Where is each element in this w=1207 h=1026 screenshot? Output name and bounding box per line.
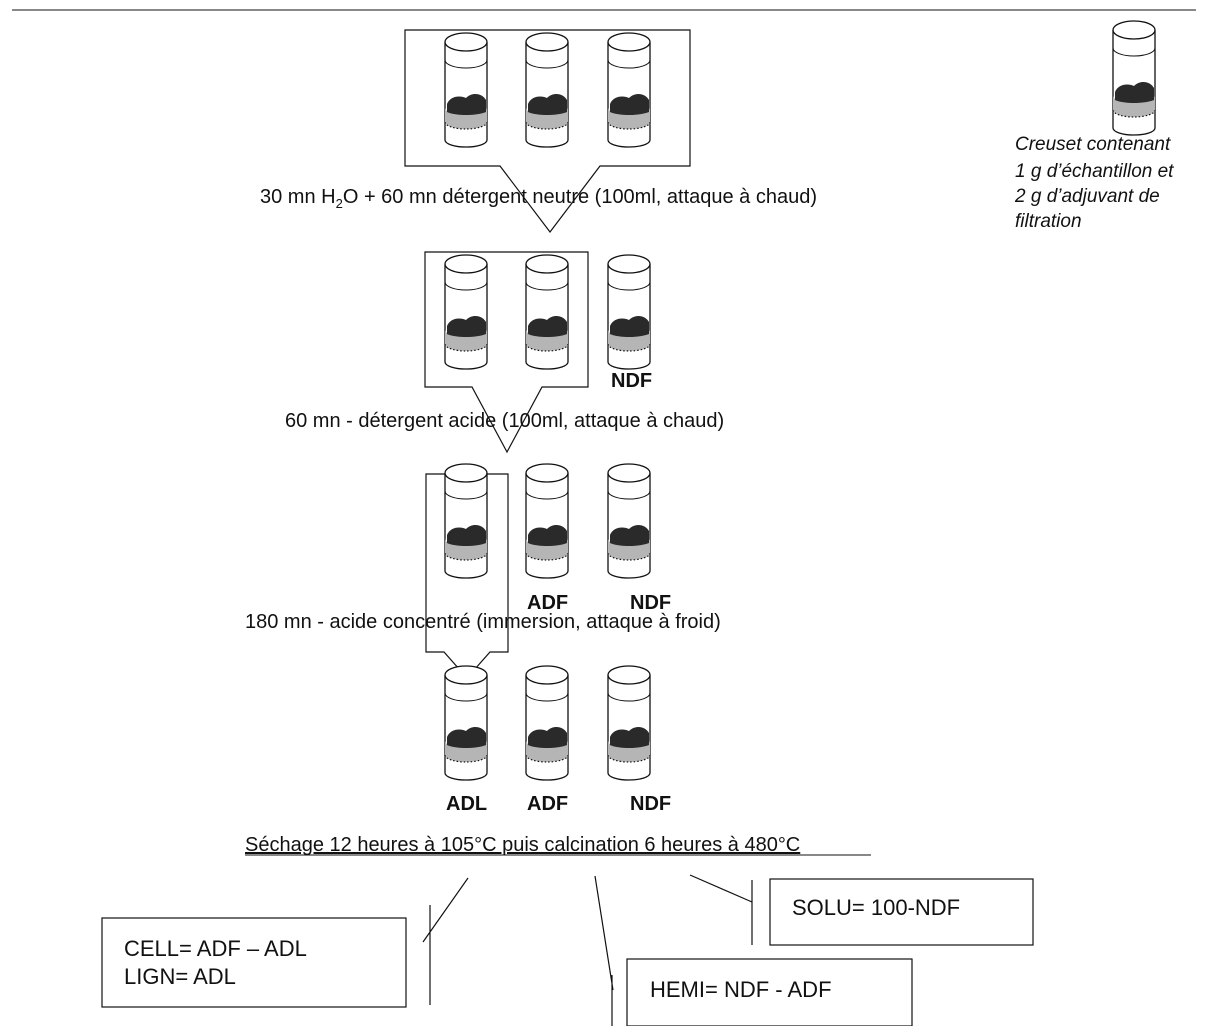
crucible-icon	[444, 665, 488, 781]
crucible-icon	[444, 254, 488, 370]
crucible-icon	[1112, 20, 1156, 136]
hemi-formula: HEMI= NDF - ADF	[650, 977, 832, 1002]
crucible-icon	[525, 32, 569, 148]
lign-formula: LIGN= ADL	[124, 964, 236, 989]
crucible-icon	[525, 463, 569, 579]
crucible-icon	[525, 254, 569, 370]
crucible-icon	[444, 32, 488, 148]
crucible-icon	[525, 665, 569, 781]
drying-step-label: Séchage 12 heures à 105°C puis calcinati…	[245, 834, 800, 856]
connector-hemi	[594, 875, 614, 1026]
ndf-label: NDF	[630, 793, 671, 815]
step2-label: 60 mn - détergent acide (100ml, attaque …	[285, 410, 724, 432]
hemi-box	[626, 958, 913, 1026]
crucible-icon	[607, 32, 651, 148]
solu-box	[769, 878, 1034, 946]
step3-label: 180 mn - acide concentré (immersion, att…	[245, 611, 721, 633]
adf-label: ADF	[527, 793, 568, 815]
legend-text: Creuset contenant 1 g d’échantillon et 2…	[1014, 134, 1179, 232]
ndf-label: NDF	[611, 370, 652, 392]
adl-label: ADL	[446, 793, 487, 815]
adf-label: ADF	[527, 592, 568, 614]
cell-lign-box	[101, 917, 407, 1008]
solu-formula: SOLU= 100-NDF	[792, 895, 960, 920]
ndf-label: NDF	[630, 592, 671, 614]
connector-solu	[689, 874, 753, 945]
crucible-icon	[444, 463, 488, 579]
crucible-icon	[607, 665, 651, 781]
crucible-icon	[607, 463, 651, 579]
cell-formula: CELL= ADF – ADL	[124, 936, 307, 961]
crucible-icon	[607, 254, 651, 370]
connector-cell	[422, 877, 469, 1005]
step1-label: 30 mn H2O + 60 mn détergent neutre (100m…	[260, 186, 817, 211]
